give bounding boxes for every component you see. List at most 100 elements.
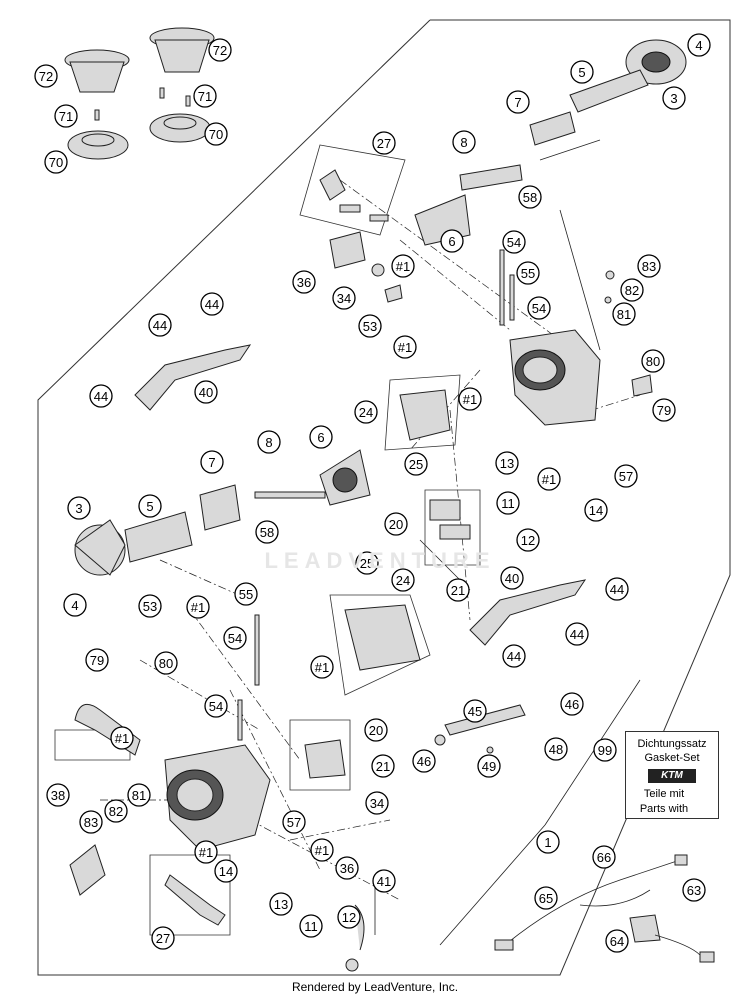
callout-label: 71 [198,89,212,104]
callout-circle [605,577,629,601]
callout-circle [200,292,224,316]
callout-circle [364,718,388,742]
callout-label: 25 [409,457,423,472]
gasket-set-kit-box: Dichtungssatz Gasket-Set KTM Teile mit P… [625,731,719,819]
callout-38a: 38 [46,783,70,807]
callout-label: 24 [359,405,373,420]
callout-circle [193,84,217,108]
callout-label: #1 [542,472,556,487]
callout-3a: 3 [662,86,686,110]
callout-circle [79,810,103,834]
callout-circle [500,566,524,590]
callout-label: 3 [670,91,677,106]
callout-circle [584,498,608,522]
callout-65a: 65 [534,886,558,910]
callout-label: 57 [287,815,301,830]
callout-label: 63 [687,883,701,898]
callout-79a: 79 [652,398,676,422]
callout-circle [506,90,530,114]
callout-6b: 6 [309,425,333,449]
callout-label: #1 [463,392,477,407]
callout-5b: 5 [138,494,162,518]
callout-circle [391,568,415,592]
callout-label: 54 [228,631,242,646]
middle-carb-parts [74,449,371,576]
callout-1g: #1 [110,726,134,750]
callout-label: 72 [213,43,227,58]
callout-circle [593,738,617,762]
callout-circle [138,494,162,518]
callout-label: #1 [315,843,329,858]
callout-circle [310,838,334,862]
callout-14b: 14 [214,859,238,883]
callout-circle [292,270,316,294]
callout-label: 40 [199,385,213,400]
callout-circle [641,349,665,373]
callout-label: 5 [146,499,153,514]
callout-1f: #1 [310,655,334,679]
kit-line-1: Dichtungssatz [637,738,707,750]
callout-label: 66 [597,850,611,865]
callout-circle [605,929,629,953]
callout-circle [200,450,224,474]
callout-circle [151,926,175,950]
callout-circle [536,830,560,854]
callout-83b: 83 [79,810,103,834]
callout-label: 7 [514,95,521,110]
callout-40b: 40 [500,566,524,590]
callout-25b: 25 [355,551,379,575]
callout-label: 44 [205,297,219,312]
callout-circle [223,626,247,650]
callout-circle [502,230,526,254]
callout-1b: #1 [393,335,417,359]
callout-71a: 71 [54,104,78,128]
callout-circle [614,464,638,488]
callout-label: 3 [75,501,82,516]
callout-34b: 34 [365,791,389,815]
callout-40a: 40 [194,380,218,404]
callout-circle [355,551,379,575]
callout-circle [310,655,334,679]
callout-4b: 4 [63,593,87,617]
callout-36a: 36 [292,270,316,294]
callout-circle [148,313,172,337]
callout-44d: 44 [605,577,629,601]
ktm-logo: KTM [648,769,696,783]
callout-label: 72 [39,69,53,84]
callout-circle [440,229,464,253]
callout-label: 83 [84,815,98,830]
callout-80a: 80 [641,349,665,373]
callout-12a: 12 [516,528,540,552]
callout-label: 14 [219,864,233,879]
solid-leaders [374,139,641,946]
callout-circle [204,122,228,146]
kit-line-3: Teile mit [643,788,685,800]
callout-circle [372,131,396,155]
callout-circle [234,582,258,606]
callout-48a: 48 [544,737,568,761]
callout-label: 24 [396,573,410,588]
callout-label: 34 [370,796,384,811]
callout-3b: 3 [67,496,91,520]
callout-63a: 63 [682,878,706,902]
watermark-text: LEADVENTURE [264,548,496,573]
callout-label: 12 [342,910,356,925]
callout-circle [89,384,113,408]
callout-12b: 12 [337,905,361,929]
callout-label: 46 [565,697,579,712]
air-funnel-parts [64,27,215,160]
callout-79b: 79 [85,648,109,672]
callout-circle [637,254,661,278]
callout-circle [365,791,389,815]
callout-label: 11 [501,496,515,511]
callout-circle [518,185,542,209]
callout-11a: 11 [496,491,520,515]
callout-53a: 53 [358,314,382,338]
callout-24a: 24 [354,400,378,424]
callout-1h: 1 [536,830,560,854]
callout-44e: 44 [565,622,589,646]
callout-circle [194,380,218,404]
callout-4a: 4 [687,33,711,57]
callout-21b: 21 [371,754,395,778]
callout-circle [63,593,87,617]
